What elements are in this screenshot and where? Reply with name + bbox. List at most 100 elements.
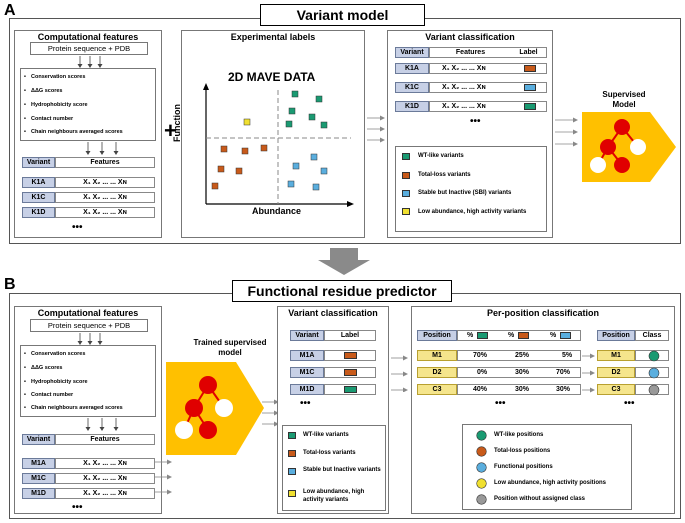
a-comp-features: X₁ X₂ ... ... Xɴ xyxy=(55,177,155,188)
class-cell-position: D2 xyxy=(597,367,635,378)
a-right-arrows xyxy=(555,117,578,147)
legend-label-total-loss: Total-loss variants xyxy=(418,172,471,178)
total-loss-point xyxy=(217,165,225,173)
panel-b-letter: B xyxy=(4,276,16,293)
pos-value: 30% xyxy=(515,369,530,376)
b-feature-item: Conservation scores xyxy=(24,351,85,357)
pos-header-pct-3: % xyxy=(550,332,557,339)
class-cell-position: C3 xyxy=(597,384,635,395)
a-class-header-label: Label xyxy=(511,47,547,58)
b-model-label: Trained supervised model xyxy=(193,338,267,357)
class-table-header: Position Class xyxy=(597,330,669,341)
pos-header-swatch-sbi xyxy=(560,332,571,339)
b-comp-variant: M1A xyxy=(22,458,55,469)
pos-legend-circle-unassigned xyxy=(476,494,487,505)
b-class-table-row: M1A xyxy=(290,350,376,361)
class-more: ••• xyxy=(624,398,635,409)
a-class-label-swatch xyxy=(524,65,536,72)
pos-cell-position: D2 xyxy=(417,367,457,378)
class-header-position: Position xyxy=(597,330,635,341)
panel-transition-arrow xyxy=(318,248,370,275)
class-header-class: Class xyxy=(635,330,669,341)
b-into-model-arrows xyxy=(155,459,172,495)
pos-header-swatch-wt xyxy=(477,332,488,339)
b-class-header-variant: Variant xyxy=(290,330,324,341)
b-class-variant: M1D xyxy=(290,384,324,395)
pos-table-row: D2 xyxy=(417,367,581,378)
b-feature-item: ΔΔG scores xyxy=(24,365,63,371)
b-input-arrows xyxy=(77,333,103,345)
b-feature-item: Hydrophobicity score xyxy=(24,379,87,385)
a-class-label-swatch xyxy=(524,103,536,110)
pos-legend-label-low-abundance: Low abundance, high activity positions xyxy=(494,480,607,486)
a-class-features: X₁ X₂ ... ... Xɴ xyxy=(429,82,547,93)
total-loss-point xyxy=(211,182,219,190)
a-comp-variant: K1D xyxy=(22,207,55,218)
b-comp-table-row: M1C X₁ X₂ ... ... Xɴ xyxy=(22,473,155,484)
b-comp-features: X₁ X₂ ... ... Xɴ xyxy=(55,458,155,469)
pos-legend-label-unassigned: Position without assigned class xyxy=(494,496,586,502)
legend-label-wt: WT-like variants xyxy=(418,153,464,159)
b-model-icon xyxy=(166,362,264,455)
a-experimental-box xyxy=(181,30,365,238)
pos-cell-values xyxy=(457,384,581,395)
b-computational-title: Computational features xyxy=(37,308,139,318)
b-class-more: ••• xyxy=(300,398,311,409)
b-class-table-row: M1D xyxy=(290,384,376,395)
a-class-features: X₁ X₂ ... ... Xɴ xyxy=(429,101,547,112)
total-loss-point xyxy=(220,145,228,153)
b-class-header-label: Label xyxy=(324,330,376,341)
a-class-header-variant: Variant xyxy=(395,47,429,58)
total-loss-point xyxy=(235,167,243,175)
b-comp-variant: M1D xyxy=(22,488,55,499)
pos-legend-box xyxy=(462,424,632,510)
plus-sign: + xyxy=(164,118,177,143)
low-abundance-point xyxy=(243,118,251,126)
pos-table-row: C3 xyxy=(417,384,581,395)
wt-like-point xyxy=(320,121,328,129)
b-legend-label-sbi: Stable but Inactive variants xyxy=(303,467,381,473)
a-feature-item: Chain neighbours averaged scores xyxy=(24,129,123,135)
pos-value: 25% xyxy=(515,352,530,359)
a-class-variant: K1C xyxy=(395,82,429,93)
a-class-label-swatch xyxy=(524,84,536,91)
mave-ylabel: Function xyxy=(172,104,182,142)
a-computational-title: Computational features xyxy=(37,32,139,42)
wt-like-point xyxy=(288,107,296,115)
pos-value: 70% xyxy=(556,369,571,376)
sbi-point xyxy=(320,167,328,175)
b-feature-item: Chain neighbours averaged scores xyxy=(24,405,123,411)
wt-like-point xyxy=(285,120,293,128)
a-model-icon xyxy=(582,112,676,182)
total-loss-point xyxy=(260,144,268,152)
a-comp-features: X₁ X₂ ... ... Xɴ xyxy=(55,207,155,218)
a-comp-table-row: K1A X₁ X₂ ... ... Xɴ xyxy=(22,177,155,188)
b-mid-arrows xyxy=(391,355,408,392)
panel-a-letter: A xyxy=(4,2,16,19)
a-class-table-header: Variant Features Label xyxy=(395,47,547,58)
b-comp-features: X₁ X₂ ... ... Xɴ xyxy=(55,488,155,499)
b-legend-swatch-low-abundance xyxy=(288,490,296,497)
b-protein-input: Protein sequence + PDB xyxy=(30,319,148,332)
a-feature-item: Hydrophobicity score xyxy=(24,102,87,108)
a-model-label: Supervised Model xyxy=(602,90,646,109)
a-comp-table-row: K1C X₁ X₂ ... ... Xɴ xyxy=(22,192,155,203)
mave-scatter xyxy=(203,83,354,207)
pos-value: 70% xyxy=(473,352,488,359)
b-classification-title: Variant classification xyxy=(288,308,378,318)
pos-legend-circle-low-abundance xyxy=(476,478,487,489)
pos-to-class-arrows xyxy=(582,353,595,393)
pos-header-position: Position xyxy=(417,330,457,341)
b-class-label-swatch xyxy=(344,352,357,359)
pos-cell-position: C3 xyxy=(417,384,457,395)
pos-header-swatch-total-loss xyxy=(518,332,529,339)
class-cell-position: M1 xyxy=(597,350,635,361)
sbi-point xyxy=(312,183,320,191)
b-legend-swatch-wt xyxy=(288,432,296,439)
pos-header-pct-1: % xyxy=(467,332,474,339)
pos-table-row: M1 xyxy=(417,350,581,361)
a-comp-features: X₁ X₂ ... ... Xɴ xyxy=(55,192,155,203)
pos-legend-circle-functional xyxy=(476,462,487,473)
b-class-variant: M1A xyxy=(290,350,324,361)
a-protein-input: Protein sequence + PDB xyxy=(30,42,148,55)
